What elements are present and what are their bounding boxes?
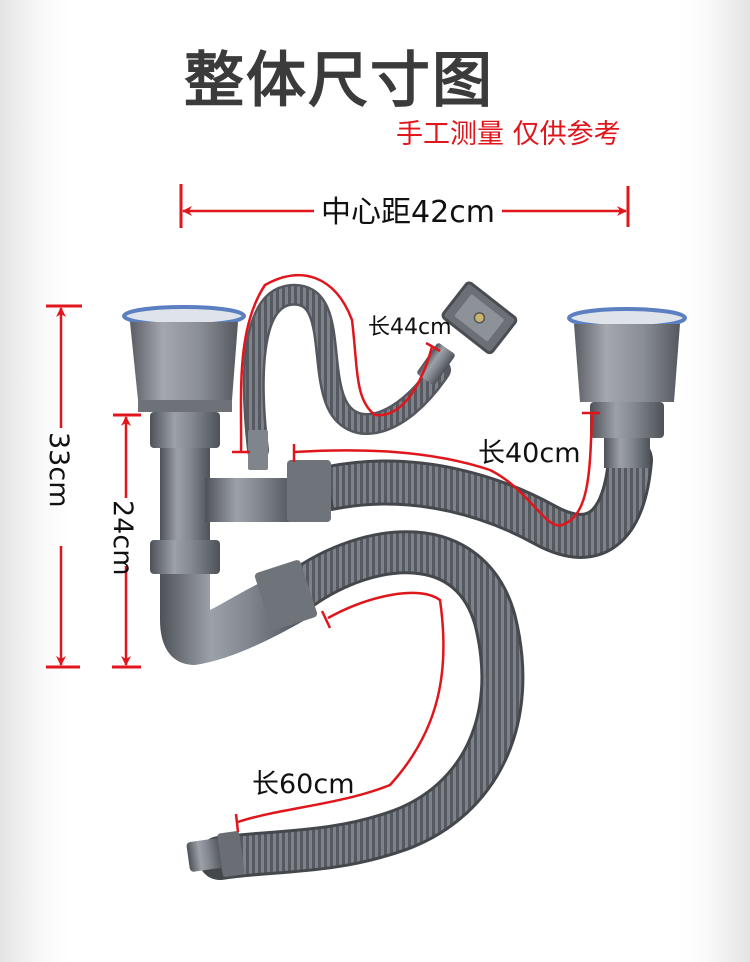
total-height-label: 33cm xyxy=(43,432,74,508)
right-sink-strainer xyxy=(567,307,687,468)
overflow-hose xyxy=(242,281,518,461)
center-distance-dimension: 中心距42cm xyxy=(179,184,630,230)
overflow-outlet xyxy=(441,281,518,355)
overflow-hose-dimension: 长44cm xyxy=(232,273,452,454)
left-sink-strainer xyxy=(122,305,246,412)
outlet-hose-dimension: 长60cm xyxy=(234,591,445,833)
outlet-drain-hose xyxy=(186,530,525,880)
connector-hose-dimension: 长40cm xyxy=(292,411,600,527)
total-height-dimension: 33cm xyxy=(43,304,82,669)
page-title: 整体尺寸图 xyxy=(184,46,494,116)
outlet-hose-label: 长60cm xyxy=(252,769,355,800)
tee-height-label: 24cm xyxy=(107,500,138,576)
overflow-hose-label: 长44cm xyxy=(368,315,452,340)
page-subtitle: 手工测量 仅供参考 xyxy=(396,119,621,150)
connector-hose xyxy=(307,437,653,559)
center-distance-label: 中心距42cm xyxy=(321,195,495,230)
connector-hose-label: 长40cm xyxy=(478,438,581,469)
tee-height-dimension: 24cm xyxy=(107,413,141,669)
tee-pipe xyxy=(150,412,331,665)
